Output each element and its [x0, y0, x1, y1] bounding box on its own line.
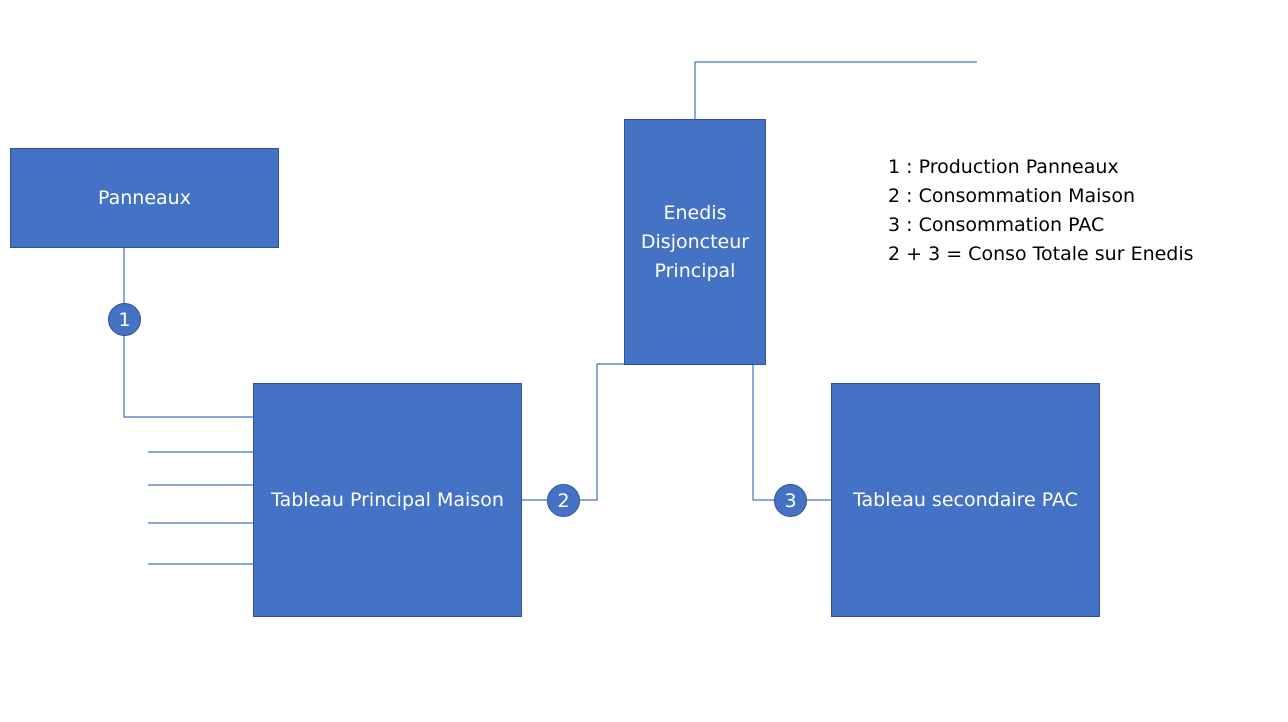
marker-3-label: 3	[784, 489, 797, 512]
marker-2: 2	[547, 484, 580, 517]
wire-marker-2-to-enedis	[580, 363, 674, 501]
main-panel-box: Tableau Principal Maison	[253, 383, 522, 617]
wire-panneaux-to-principal	[123, 248, 253, 418]
wire-enedis-to-grid	[694, 61, 977, 119]
legend: 1 : Production Panneaux 2 : Consommation…	[888, 153, 1194, 269]
marker-3: 3	[774, 484, 807, 517]
pac-panel-box: Tableau secondaire PAC	[831, 383, 1100, 617]
wire-enedis-to-marker-3	[752, 365, 774, 501]
panneaux-label: Panneaux	[98, 186, 191, 209]
marker-1: 1	[108, 303, 141, 336]
legend-item: 1 : Production Panneaux	[888, 156, 1119, 178]
legend-item: 2 : Consommation Maison	[888, 185, 1135, 207]
marker-1-label: 1	[118, 308, 131, 331]
enedis-breaker-box: Enedis Disjoncteur Principal	[624, 119, 766, 365]
panneaux-box: Panneaux	[10, 148, 279, 248]
legend-item: 3 : Consommation PAC	[888, 214, 1105, 236]
legend-item: 2 + 3 = Conso Totale sur Enedis	[888, 243, 1194, 265]
enedis-label: Enedis Disjoncteur Principal	[640, 201, 750, 282]
main-panel-label: Tableau Principal Maison	[271, 488, 504, 511]
pac-panel-label: Tableau secondaire PAC	[853, 488, 1078, 511]
marker-2-label: 2	[557, 489, 570, 512]
